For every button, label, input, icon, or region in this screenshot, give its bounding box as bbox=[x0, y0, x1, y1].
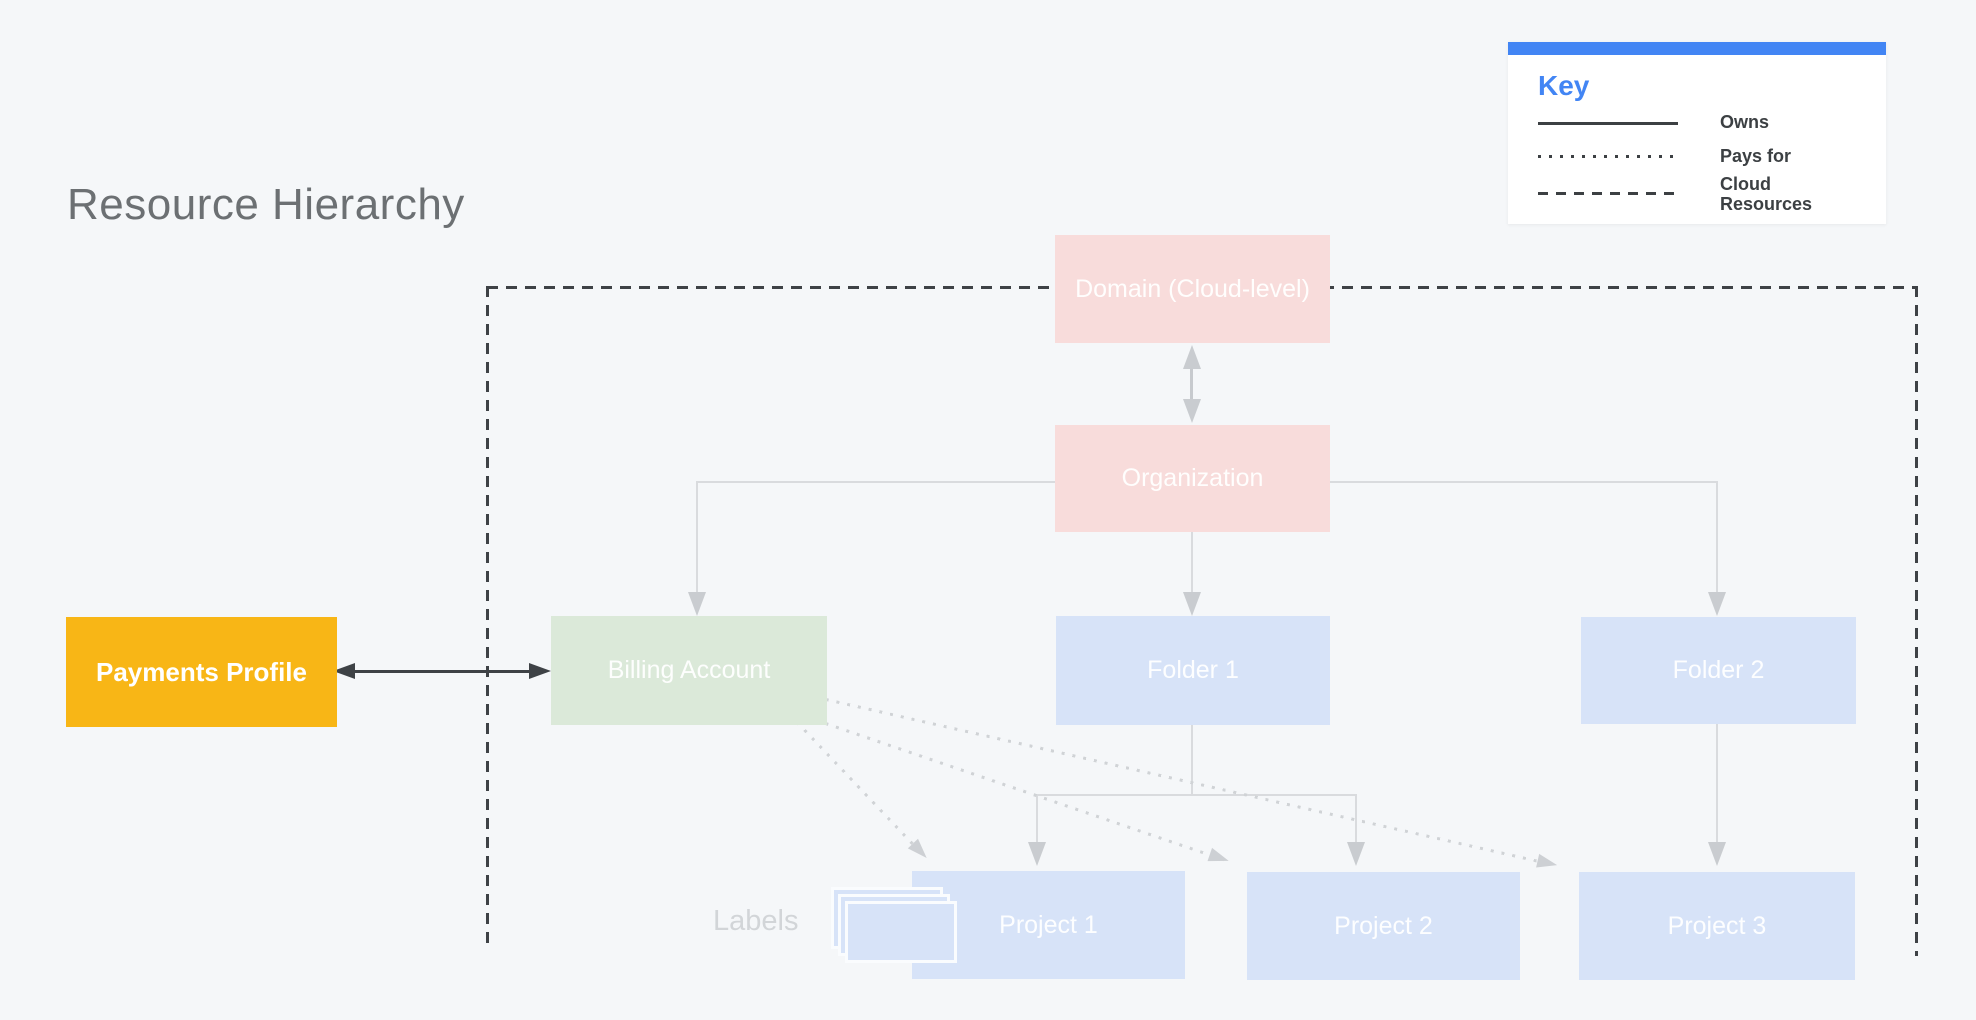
node-domain-label: Domain (Cloud-level) bbox=[1075, 274, 1310, 303]
organization-to-folder1-line bbox=[1191, 531, 1193, 594]
arrowhead-to-payments-icon bbox=[333, 663, 355, 679]
legend-label-cloud-resources: Cloud Resources bbox=[1720, 174, 1813, 214]
branch-to-project1-line bbox=[1036, 794, 1038, 843]
node-billing-account: Billing Account bbox=[551, 616, 827, 725]
branch-to-folder2-line bbox=[1716, 481, 1718, 594]
node-project-1-label: Project 1 bbox=[999, 910, 1098, 939]
legend-dashed-line-icon bbox=[1538, 192, 1678, 195]
node-folder-1-label: Folder 1 bbox=[1147, 656, 1239, 684]
projects-branch-line bbox=[1036, 794, 1357, 796]
arrowhead-to-organization-icon bbox=[1183, 399, 1201, 423]
node-project-2: Project 2 bbox=[1247, 872, 1520, 980]
legend-label-pays-for: Pays for bbox=[1720, 146, 1792, 166]
folder2-to-project3-line bbox=[1716, 722, 1718, 843]
legend-title: Key bbox=[1538, 70, 1590, 101]
pays-for-arrowhead-project2-icon bbox=[1207, 847, 1231, 868]
arrowhead-to-billing-account-icon bbox=[529, 663, 551, 679]
arrowhead-to-folder1-icon bbox=[1183, 592, 1201, 616]
legend-box: Key Owns Pays for Cloud Resources bbox=[1508, 42, 1886, 224]
page-title: Resource Hierarchy bbox=[67, 180, 465, 229]
cloud-boundary-left-dashed-line bbox=[486, 286, 489, 946]
arrowhead-to-project1-icon bbox=[1028, 842, 1046, 866]
arrowhead-to-billing-icon bbox=[688, 592, 706, 616]
node-project-2-label: Project 2 bbox=[1334, 911, 1433, 940]
legend-dotted-line-icon bbox=[1538, 155, 1678, 158]
legend-solid-line-icon bbox=[1538, 122, 1678, 125]
cloud-boundary-right-dashed-line bbox=[1915, 286, 1918, 956]
pays-for-arrowhead-project3-icon bbox=[1536, 853, 1559, 872]
branch-to-billing-line bbox=[696, 481, 698, 594]
node-project-1: Project 1 bbox=[912, 871, 1185, 979]
node-payments-profile-label: Payments Profile bbox=[96, 656, 307, 687]
folder1-down-line bbox=[1191, 724, 1193, 796]
node-folder-1: Folder 1 bbox=[1056, 616, 1330, 725]
legend-accent-bar bbox=[1508, 42, 1886, 55]
arrowhead-to-folder2-icon bbox=[1708, 592, 1726, 616]
node-folder-2: Folder 2 bbox=[1581, 617, 1856, 724]
arrowhead-to-domain-icon bbox=[1183, 345, 1201, 369]
pays-for-arrowhead-project1-icon bbox=[907, 838, 932, 863]
node-billing-account-label: Billing Account bbox=[607, 656, 771, 684]
node-project-3: Project 3 bbox=[1579, 872, 1855, 980]
pays-for-ray-project1 bbox=[795, 721, 932, 863]
node-organization-label: Organization bbox=[1121, 464, 1264, 492]
domain-organization-link-line bbox=[1190, 364, 1193, 406]
arrowhead-to-project2-icon bbox=[1347, 842, 1365, 866]
node-folder-2-label: Folder 2 bbox=[1672, 656, 1765, 684]
node-project-3-label: Project 3 bbox=[1667, 911, 1767, 940]
node-payments-profile: Payments Profile bbox=[66, 617, 337, 727]
payments-billing-link-line bbox=[345, 670, 535, 673]
labels-caption: Labels bbox=[713, 905, 799, 937]
node-domain: Domain (Cloud-level) bbox=[1055, 235, 1330, 343]
arrowhead-to-project3-icon bbox=[1708, 842, 1726, 866]
legend-label-owns: Owns bbox=[1720, 112, 1770, 132]
labels-stack-card-front-icon bbox=[845, 901, 957, 963]
node-organization: Organization bbox=[1055, 425, 1330, 532]
